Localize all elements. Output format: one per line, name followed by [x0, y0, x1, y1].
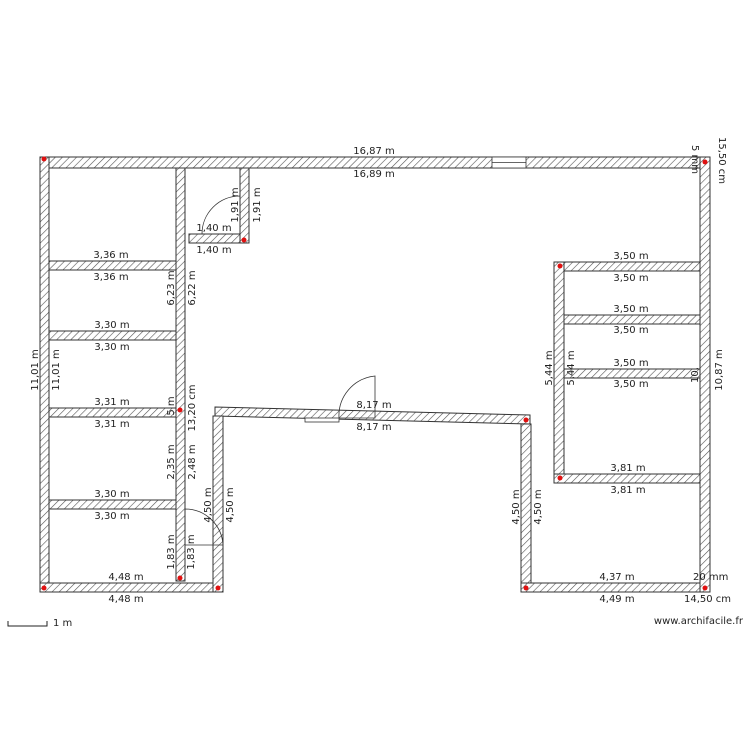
wall-room-3: [48, 407, 177, 418]
dim-top-outer: 16,87 m: [353, 146, 395, 157]
dim-r-shelf3-a: 3,50 m: [613, 358, 648, 369]
dim-room2-b: 3,30 m: [94, 342, 129, 353]
scale-label: 1 m: [53, 618, 72, 629]
dim-room1-a: 3,36 m: [93, 250, 128, 261]
dim-top-right-a: 15,50 cm: [716, 137, 727, 184]
dim-r-shelf1-b: 3,50 m: [613, 273, 648, 284]
dim-bottom-right-b: 4,49 m: [599, 594, 634, 605]
corner-markers: [41, 156, 708, 591]
dim-hall-b: 8,17 m: [356, 422, 391, 433]
dim-col-lower-b: 2,48 m: [187, 444, 198, 479]
wall-wing-right: [520, 423, 532, 593]
dim-col-bottom-b: 1,83 m: [186, 534, 197, 569]
door-wc: [201, 195, 241, 235]
wall-wing-left: [212, 415, 224, 593]
brand-watermark: www.archifacile.fr: [654, 616, 744, 627]
dimension-labels: 16,87 m 16,89 m 15,50 cm 5 mm 11,01 m 11…: [30, 137, 731, 605]
dim-col-small: 5 m: [166, 396, 177, 415]
wall-wc-vertical: [239, 167, 250, 244]
dim-wing-right-b: 4,50 m: [533, 489, 544, 524]
dim-bottom-left-b: 4,48 m: [108, 594, 143, 605]
wall-top: [39, 156, 711, 169]
dim-wc-width-b: 1,40 m: [196, 245, 231, 256]
dim-bottom-right-d: 14,50 cm: [684, 594, 731, 605]
dim-wing-right-a: 4,50 m: [511, 489, 522, 524]
dim-room4-a: 3,30 m: [94, 489, 129, 500]
dim-room3-b: 3,31 m: [94, 419, 129, 430]
dim-room2-a: 3,30 m: [94, 320, 129, 331]
dim-wc-height-b: 1,91 m: [252, 187, 263, 222]
wall-right: [699, 156, 711, 593]
wall-column-right: [553, 261, 565, 484]
dim-r-shelf2-a: 3,50 m: [613, 304, 648, 315]
wall-right-shelf-2: [563, 314, 701, 325]
wall-right-shelf-3: [563, 368, 701, 379]
dim-bottom-right-a: 4,37 m: [599, 572, 634, 583]
wall-right-shelf-1: [563, 261, 701, 272]
dim-room3-a: 3,31 m: [94, 397, 129, 408]
wall-room-1: [48, 260, 177, 271]
dim-left-inner: 11,01 m: [51, 349, 62, 391]
dim-r-shelf1-a: 3,50 m: [613, 251, 648, 262]
dim-r-col-b: 5,44 m: [566, 350, 577, 385]
door-hall: [338, 375, 376, 419]
dim-r-shelf4-b: 3,81 m: [610, 485, 645, 496]
wall-bottom-right: [520, 582, 711, 593]
dim-room4-b: 3,30 m: [94, 511, 129, 522]
dim-wing-left-a: 4,50 m: [203, 487, 214, 522]
scale-bar: 1 m: [7, 618, 72, 629]
wall-wc-bottom: [188, 233, 241, 244]
wall-right-shelf-4: [553, 473, 701, 484]
dim-col-outer-upper: 6,23 m: [166, 270, 177, 305]
dim-hall-a: 8,17 m: [356, 400, 391, 411]
dim-bottom-left-a: 4,48 m: [108, 572, 143, 583]
dim-room1-b: 3,36 m: [93, 272, 128, 283]
dim-wc-height-a: 1,91 m: [230, 187, 241, 222]
wall-column-left: [175, 167, 186, 582]
wall-bottom-left: [39, 582, 224, 593]
door-bottom-left: [184, 508, 224, 546]
dim-r-shelf4-a: 3,81 m: [610, 463, 645, 474]
dim-bottom-right-c: 20 mm: [693, 572, 728, 583]
dim-top-inner: 16,89 m: [353, 169, 395, 180]
dim-r-col-a: 5,44 m: [544, 350, 555, 385]
doors: [184, 195, 376, 546]
dim-r-shelf3-b: 3,50 m: [613, 379, 648, 390]
wall-room-4: [48, 499, 177, 510]
dim-col-bottom-a: 1,83 m: [166, 534, 177, 569]
dim-right-outer: 10,87 m: [714, 349, 725, 391]
dim-left-outer: 11,01 m: [30, 349, 41, 391]
dim-col-inner-upper: 6,22 m: [187, 270, 198, 305]
wall-left: [39, 156, 50, 593]
dim-right-inner: 10,: [690, 367, 701, 383]
hall-opening: [304, 417, 340, 423]
dim-wc-width-a: 1,40 m: [196, 223, 231, 234]
dim-r-shelf2-b: 3,50 m: [613, 325, 648, 336]
dim-col-mid: 13,20 cm: [187, 384, 198, 431]
wall-room-2: [48, 330, 177, 341]
dim-col-lower-a: 2,35 m: [166, 444, 177, 479]
dim-wing-left-b: 4,50 m: [225, 487, 236, 522]
dim-top-right-b: 5 mm: [689, 145, 700, 174]
walls: [39, 156, 711, 593]
